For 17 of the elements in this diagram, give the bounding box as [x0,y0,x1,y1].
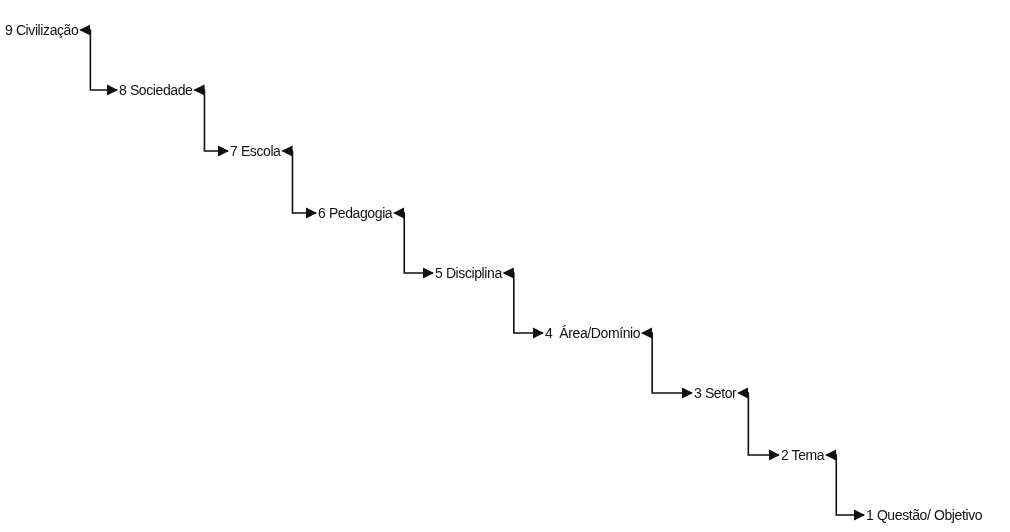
step-label: 8 Sociedade [118,81,194,99]
elbow-arrow [825,449,866,521]
step-label: 4 Área/Domínio [544,324,642,342]
step-label: 7 Escola [229,142,282,160]
step-label: 3 Setor [693,384,738,402]
elbow-arrow [393,207,435,279]
step-label: 2 Tema [780,446,826,464]
elbow-arrow [502,267,545,339]
step-label: 5 Disciplina [434,264,503,282]
elbow-arrow [79,24,119,96]
elbow-arrow [737,387,781,461]
step-label: 1 Questão/ Objetivo [865,506,984,524]
step-label: 6 Pedagogia [317,204,394,222]
elbow-arrow [641,327,694,399]
elbow-arrow [193,84,230,157]
elbow-arrow [281,145,318,219]
step-label: 9 Civilização [4,21,80,39]
